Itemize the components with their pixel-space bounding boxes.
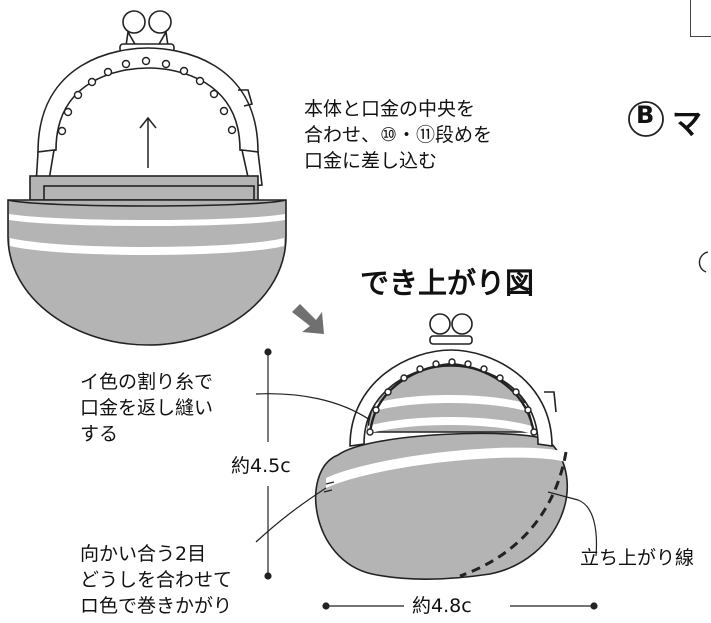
instruction-line-2: 合わせ、⑩・⑪段めを <box>304 124 493 146</box>
sew-note-line-3: する <box>80 423 119 445</box>
finished-purse-stripes <box>326 395 566 488</box>
width-dimension <box>322 602 598 610</box>
clasp-knob-left <box>122 10 146 34</box>
finished-frame <box>349 313 557 447</box>
join-note-line-2: どうしを合わせて <box>80 569 233 591</box>
width-dimension-label: 約4.8c <box>412 595 472 617</box>
instruction-line-1: 本体と口金の中央を <box>304 98 476 120</box>
frame-corner <box>690 0 711 37</box>
whipstitch-marks <box>323 481 335 493</box>
top-purse-stripes <box>9 214 285 255</box>
diagonal-arrow <box>292 304 324 334</box>
section-b-letter: B <box>636 101 655 129</box>
join-note-line-3: ロ色で巻きかがり <box>80 595 233 617</box>
rise-line-label: 立ち上がり線 <box>580 547 695 569</box>
height-dimension-label: 約4.5c <box>231 455 291 477</box>
sew-note-line-1: イ色の割り糸で <box>80 371 214 393</box>
finished-frame-stitches <box>366 358 538 436</box>
right-edge-fragment <box>698 251 709 273</box>
height-dimension <box>264 348 272 580</box>
finished-title: でき上がり図 <box>360 266 535 300</box>
section-b-text: マ <box>672 107 702 142</box>
instruction-line-3: 口金に差し込む <box>304 150 438 172</box>
rise-line-dashed <box>459 451 568 578</box>
top-clasp-frame <box>35 10 263 187</box>
clasp-knob-right <box>148 10 172 34</box>
sew-note-line-2: 口金を返し縫い <box>80 397 214 419</box>
top-frame-holes <box>57 56 237 136</box>
join-note-line-1: 向かい合う2目 <box>80 543 207 565</box>
leader-lines <box>255 393 598 557</box>
top-purse-body <box>7 175 287 346</box>
insert-arrow <box>139 116 157 168</box>
section-b-circle <box>628 101 664 137</box>
